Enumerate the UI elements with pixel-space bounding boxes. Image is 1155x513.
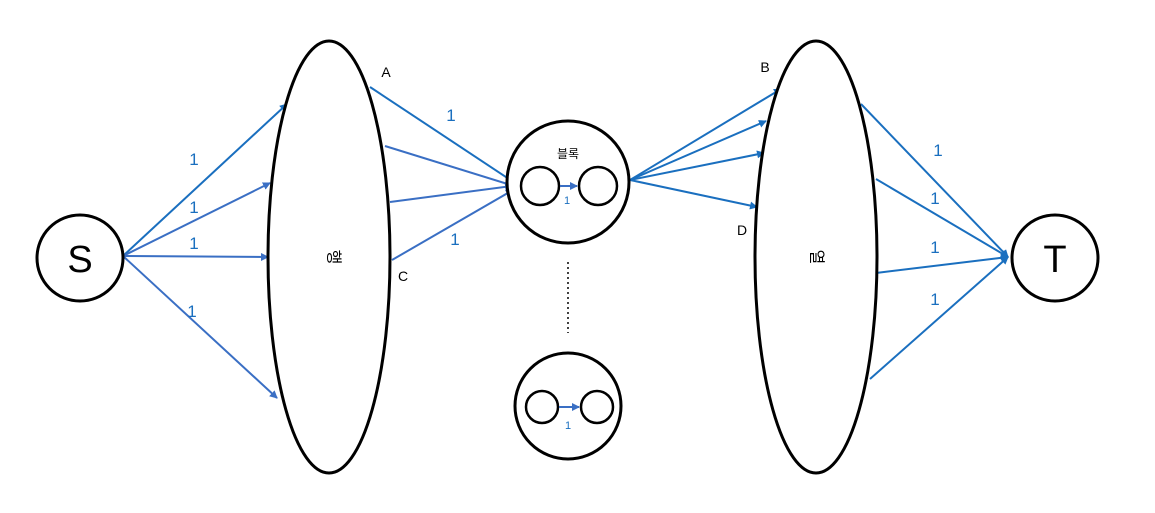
col-to-sink-edges [860, 103, 1009, 380]
edge-col-t-2 [875, 178, 1009, 258]
cap-col-t-3: 1 [930, 238, 939, 257]
block-node-bottom [513, 351, 623, 461]
edge-s-row-2 [122, 182, 271, 257]
edge-row-block-3 [389, 182, 513, 203]
cap-s-row-3: 1 [189, 234, 198, 253]
row-group-node [266, 39, 392, 475]
edge-block-col-3 [629, 150, 765, 181]
edge-block-d [629, 179, 758, 210]
block-inner-left-lower [524, 389, 560, 425]
edge-s-row-3 [122, 252, 269, 261]
edge-s-row-1 [122, 103, 288, 257]
col-group-label: 열 [808, 250, 827, 265]
edge-s-row-4 [122, 255, 278, 399]
cap-col-t-1: 1 [933, 141, 942, 160]
edge-col-t-3 [875, 253, 1009, 274]
cap-col-t-2: 1 [930, 189, 939, 208]
edge-col-t-4 [869, 256, 1009, 380]
block-inner-left [519, 165, 561, 207]
edge-a-block [369, 86, 519, 186]
edge-col-t-1 [860, 103, 1009, 258]
cap-block-inner: 1 [564, 195, 570, 207]
col-group-node [753, 39, 879, 475]
row-group-label: 행 [325, 250, 344, 265]
cap-col-t-4: 1 [930, 290, 939, 309]
block-inner-right-lower [579, 389, 615, 425]
cap-s-row-1: 1 [189, 150, 198, 169]
point-a-label: A [381, 64, 391, 80]
block-to-col-edges [629, 88, 782, 210]
source-label: S [67, 239, 92, 281]
block-inner-right [577, 165, 619, 207]
point-c-label: C [398, 268, 408, 284]
edge-row-block-2 [384, 145, 515, 188]
cap-s-row-4: 1 [187, 302, 196, 321]
row-to-block-edges [369, 86, 519, 261]
cap-row-block-top: 1 [446, 106, 455, 125]
sink-label: T [1043, 239, 1066, 281]
cap-block-inner-lower: 1 [565, 420, 571, 432]
edge-block-b [629, 88, 782, 181]
block-label: 블록 [557, 147, 579, 161]
point-d-label: D [737, 222, 747, 238]
source-node [35, 213, 125, 303]
cap-s-row-2: 1 [189, 198, 198, 217]
sink-node [1010, 213, 1100, 303]
cap-row-block-bottom: 1 [450, 230, 459, 249]
block-node-top [505, 119, 631, 245]
source-to-row-edges [122, 103, 288, 399]
edge-block-col-2 [629, 120, 767, 181]
edge-c-block [391, 189, 514, 261]
point-b-label: B [760, 59, 769, 75]
block-outer-circle [505, 119, 631, 245]
